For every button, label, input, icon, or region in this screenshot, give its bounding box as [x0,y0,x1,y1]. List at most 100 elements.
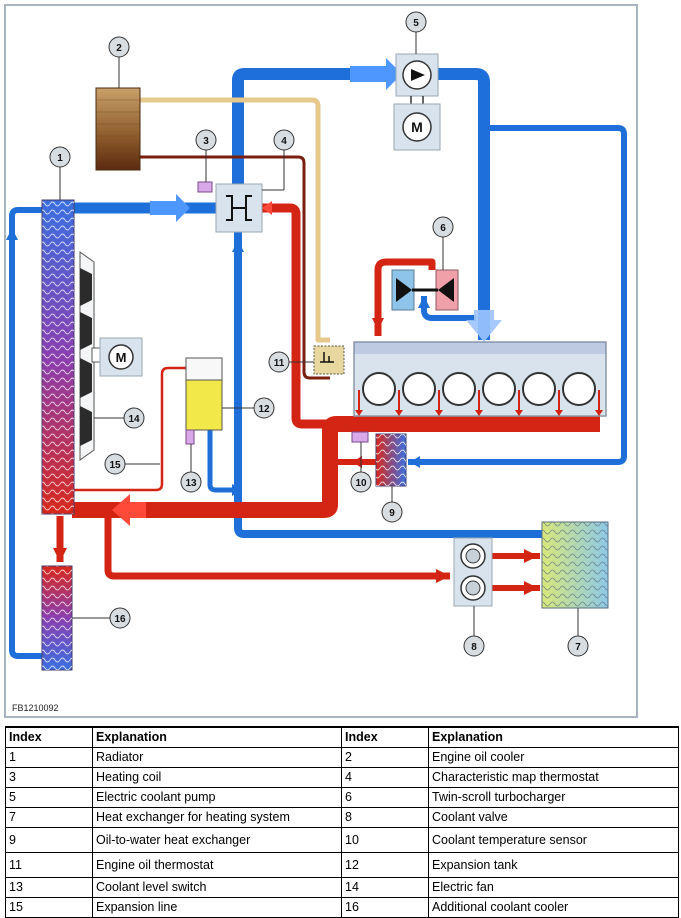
callout-14: 14 [123,407,145,429]
oil-return-line [140,155,330,380]
legend-header-row: Index Explanation Index Explanation [5,726,679,748]
additional-coolant-cooler [41,565,73,671]
oil-lines [140,97,330,380]
svg-text:14: 14 [128,414,140,425]
legend-header-explanation-1: Explanation [92,726,342,748]
heating-coil [197,181,213,193]
table-cell: Additional coolant cooler [428,897,679,918]
svg-text:4: 4 [281,136,287,147]
table-cell: Coolant valve [428,807,679,828]
table-cell: 3 [5,767,93,788]
callout-3: 3 [195,129,217,151]
table-cell: Expansion line [92,897,342,918]
svg-text:7: 7 [575,642,581,653]
table-row: 5 Electric coolant pump 6 Twin-scroll tu… [5,787,679,808]
callout-9: 9 [381,501,403,523]
engine-block [353,341,607,417]
callout-4: 4 [273,129,295,151]
callout-16: 16 [109,607,131,629]
legend-table: Index Explanation Index Explanation 1 Ra… [5,726,679,918]
svg-text:2: 2 [116,43,122,54]
callout-13: 13 [180,471,202,493]
callout-10: 10 [350,471,372,493]
table-cell: 16 [341,897,429,918]
figure-code: FB1210092 [12,703,59,713]
table-cell: 10 [341,827,429,853]
thermostat-lower-return-pipe [234,230,552,538]
table-cell: 6 [341,787,429,808]
callout-1: 1 [49,146,71,168]
table-row: 9 Oil-to-water heat exchanger 10 Coolant… [5,827,679,853]
table-cell: Electric coolant pump [92,787,342,808]
turbo-cold-feed [421,296,476,321]
legend-header-explanation-2: Explanation [428,726,679,748]
table-cell: 9 [5,827,93,853]
flow-arrow-thermostat-in [150,194,190,222]
electric-coolant-pump: M [393,53,441,151]
coolant-level-switch [185,429,195,445]
heater-supply-line [104,510,450,580]
callout-6: 6 [432,216,454,238]
expansion-tank [185,357,223,431]
flow-arrow-heater-a [524,549,538,563]
flow-arrow-heater-b [524,581,538,595]
svg-text:15: 15 [109,460,121,471]
flow-arrow-thermostat-out [262,201,272,215]
table-cell: Heating coil [92,767,342,788]
svg-text:3: 3 [203,136,209,147]
table-cell: Engine oil cooler [428,747,679,768]
callout-11: 11 [268,351,290,373]
table-cell: 11 [5,852,93,878]
oil-supply-line [140,97,330,343]
callout-2: 2 [108,36,130,58]
svg-text:13: 13 [185,478,197,489]
table-cell: 5 [5,787,93,808]
table-cell: Coolant level switch [92,877,342,898]
hot-coolant-pipes [56,203,600,591]
expansion-line-pipe [72,366,186,492]
engine-oil-cooler [95,87,141,171]
svg-text:10: 10 [355,478,367,489]
map-thermostat [215,183,263,233]
table-cell: 7 [5,807,93,828]
electric-fan [79,251,101,461]
flow-arrow-turbo-red [372,318,384,330]
table-cell: Characteristic map thermostat [428,767,679,788]
oil-to-water-heat-exchanger [375,433,407,487]
engine-oil-thermostat [313,345,345,375]
svg-text:M: M [116,350,127,365]
flow-arrow-engine-in [466,310,502,342]
svg-text:6: 6 [440,223,446,234]
flow-arrow-turbo-blue [418,296,430,308]
table-cell: 14 [341,877,429,898]
svg-text:16: 16 [114,614,126,625]
flow-arrow-outflow [112,494,146,526]
radiator-bypass-pipe [9,207,44,659]
cooling-system-diagram: M M [4,4,638,718]
svg-text:M: M [411,119,423,135]
svg-text:9: 9 [389,508,395,519]
table-row: 7 Heat exchanger for heating system 8 Co… [5,807,679,828]
callout-badges: 1 2 3 4 5 6 7 8 9 10 11 12 13 14 15 16 [49,11,589,657]
pump-feed-pipe [232,68,400,188]
flow-arrow-oil-hx [410,456,420,468]
legend-header-index-1: Index [5,726,93,748]
table-row: 1 Radiator 2 Engine oil cooler [5,747,679,768]
table-cell: 1 [5,747,93,768]
table-cell: Radiator [92,747,342,768]
turbo-hot-loop [374,258,436,336]
callout-leaders [59,32,579,636]
table-cell: Twin-scroll turbocharger [428,787,679,808]
twin-scroll-turbocharger [391,269,459,311]
coolant-valve [453,537,493,607]
svg-text:5: 5 [413,18,419,29]
table-row: 15 Expansion line 16 Additional coolant … [5,897,679,918]
table-cell: Engine oil thermostat [92,852,342,878]
pump-to-engine-pipe [422,68,490,340]
table-row: 13 Coolant level switch 14 Electric fan [5,877,679,898]
table-cell: Oil-to-water heat exchanger [92,827,342,853]
table-cell: 8 [341,807,429,828]
callout-7: 7 [567,635,589,657]
table-cell: 4 [341,767,429,788]
flow-arrow-tank-return [232,484,242,496]
